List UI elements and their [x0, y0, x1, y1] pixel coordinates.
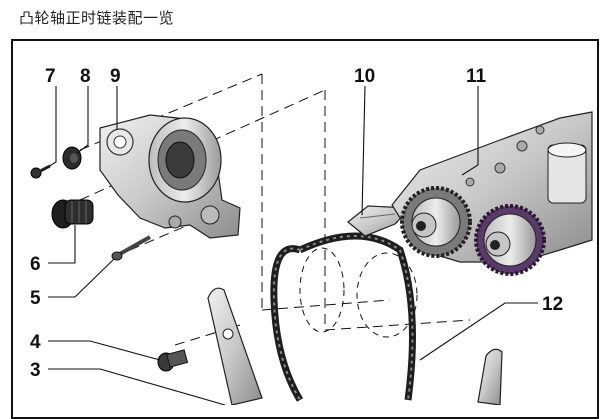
timing-chain-icon [270, 232, 416, 402]
callout-7: 7 [45, 66, 56, 87]
callout-8: 8 [80, 66, 91, 87]
callout-6: 6 [30, 254, 41, 275]
callout-10: 10 [354, 66, 375, 87]
callout-12: 12 [542, 294, 563, 315]
sealing-washer-icon [62, 146, 82, 170]
intake-camshaft-sprocket-icon [474, 204, 546, 276]
chain-guide-rail-icon [207, 287, 263, 405]
exploded-view-diagram: 7 8 9 6 5 4 3 10 11 12 [30, 66, 593, 405]
page-title: 凸轮轴正时链装配一览 [19, 9, 175, 27]
chain-reference-circles [299, 247, 418, 338]
callout-9: 9 [110, 66, 121, 87]
camshaft-adjuster-housing-icon [99, 114, 241, 239]
spring-seal-icon [51, 199, 94, 229]
exhaust-camshaft-sprocket-icon [400, 186, 472, 258]
guide-pin-bolt-icon [157, 349, 189, 372]
callout-4: 4 [30, 332, 41, 353]
callout-3: 3 [30, 360, 41, 381]
callout-5: 5 [30, 288, 41, 309]
callout-11: 11 [466, 66, 487, 87]
chain-guide-right-icon [477, 348, 503, 405]
leader-lines [39, 85, 538, 405]
long-bolt-icon [111, 235, 151, 261]
